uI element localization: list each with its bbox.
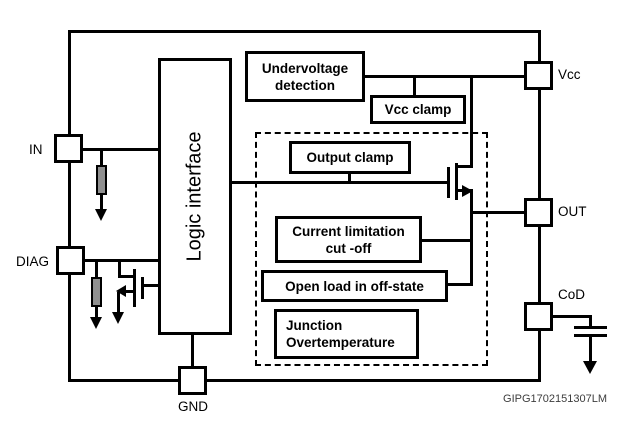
wire-to-out-pin	[470, 211, 526, 214]
block-open-load: Open load in off-state	[261, 270, 448, 302]
in-resistor-ground-arrow-icon	[95, 209, 107, 221]
mosfet2-source-arrow-icon	[116, 285, 126, 297]
wire-cod-to-capacitor	[551, 315, 592, 318]
wire-diag-resistor-tail	[95, 306, 98, 319]
block-output-clamp: Output clamp	[289, 141, 411, 174]
wire-output-clamp-stub	[348, 172, 351, 183]
block-vcc-clamp: Vcc clamp	[370, 95, 466, 124]
undervoltage-label-line2: detection	[274, 77, 335, 93]
wire-diag-resistor-stub	[95, 261, 98, 278]
logic-interface-label: Logic interface	[183, 131, 206, 262]
pin-label-gnd: GND	[178, 399, 208, 414]
pin-box-diag	[56, 246, 85, 275]
wire-capacitor-top	[589, 316, 592, 327]
junction-label-line2: Overtemperature	[286, 335, 395, 350]
block-logic-interface: Logic interface	[158, 58, 232, 335]
mosfet2-drain-horizontal	[118, 275, 136, 278]
capacitor-plate-top	[574, 326, 607, 329]
pin-label-cod: CoD	[558, 287, 586, 302]
open-load-label: Open load in off-state	[285, 278, 424, 294]
wire-vcc-clamp-stub	[413, 76, 416, 96]
undervoltage-label-line1: Undervoltage	[261, 60, 349, 76]
mosfet1-channel-bar	[455, 163, 458, 200]
pin-box-out	[524, 198, 553, 227]
wire-current-limitation	[420, 239, 473, 242]
vcc-clamp-label: Vcc clamp	[384, 102, 452, 117]
mosfet1-source-arrow-icon	[462, 185, 473, 197]
capacitor-plate-bottom	[574, 334, 607, 337]
current-limitation-label-line2: cut -off	[325, 240, 372, 256]
output-clamp-label: Output clamp	[306, 150, 394, 165]
pin-label-diag: DIAG	[16, 254, 50, 269]
diagram-code: GIPG1702151307LM	[503, 393, 607, 405]
mosfet2-source-vertical	[117, 292, 120, 313]
mosfet2-channel-bar	[133, 269, 136, 307]
mosfet2-source-horizontal	[119, 290, 135, 293]
wire-logic-to-gate	[231, 181, 448, 184]
pin-box-cod	[524, 302, 553, 331]
pin-box-in	[54, 134, 83, 163]
protection-dashed-region	[255, 132, 488, 366]
wire-in-resistor-stub	[100, 150, 103, 166]
block-current-limitation: Current limitation cut -off	[275, 216, 422, 263]
pin-label-in: IN	[29, 142, 43, 157]
current-limitation-label-line1: Current limitation	[292, 223, 405, 239]
pin-box-gnd	[178, 366, 207, 395]
in-pulldown-resistor	[96, 165, 107, 195]
wire-vcc-to-drain	[470, 76, 473, 167]
wire-diag-to-logic	[84, 259, 159, 262]
mosfet2-gate-bar	[141, 277, 144, 299]
pin-label-vcc: Vcc	[558, 67, 581, 82]
pin-label-out: OUT	[558, 204, 587, 219]
wire-logic-to-gnd	[191, 333, 194, 368]
mosfet2-drain-vertical	[118, 261, 121, 278]
mosfet2-ground-arrow-icon	[112, 312, 124, 324]
mosfet1-drain-horizontal	[455, 165, 473, 168]
block-undervoltage-detection: Undervoltage detection	[245, 51, 365, 102]
wire-mosfet2-gate-to-logic	[144, 284, 159, 287]
pin-box-vcc	[524, 61, 553, 90]
block-junction-overtemperature: Junction Overtemperature	[274, 309, 419, 359]
diag-resistor-ground-arrow-icon	[90, 317, 102, 329]
capacitor-ground-arrow-icon	[583, 361, 597, 374]
wire-in-resistor-tail	[100, 194, 103, 211]
wire-open-load	[446, 283, 473, 286]
diag-pulldown-resistor	[91, 277, 102, 307]
wire-in-to-logic	[82, 148, 159, 151]
mosfet1-gate-bar	[447, 167, 450, 198]
wire-capacitor-bottom	[589, 336, 592, 362]
junction-label-line1: Junction	[286, 318, 343, 333]
wire-source-bus	[470, 189, 473, 286]
wire-undervoltage-to-vcc	[363, 75, 525, 78]
